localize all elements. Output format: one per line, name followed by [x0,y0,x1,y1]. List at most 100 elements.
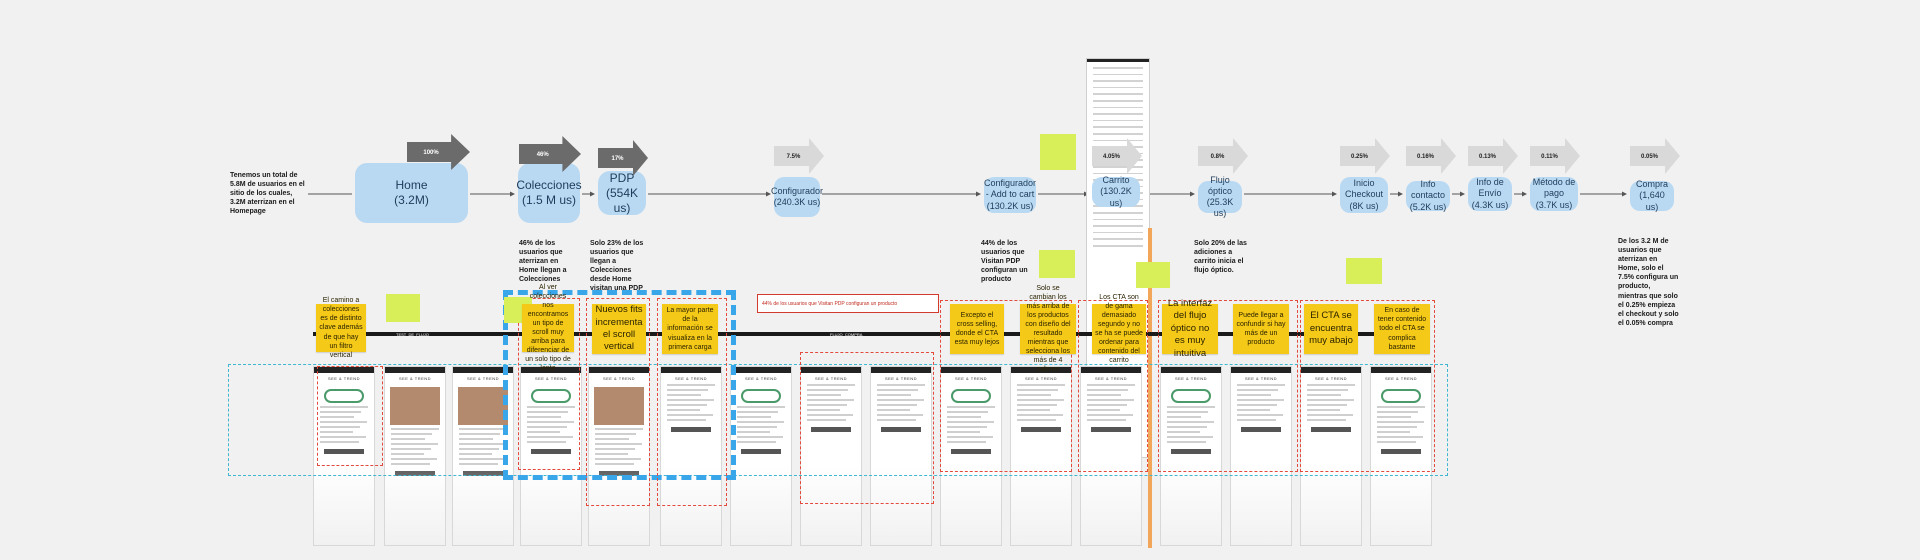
phone-cta-button [671,427,711,432]
text-line [667,389,708,391]
text-line [1237,414,1283,416]
step-count: (25.3K us) [1206,197,1234,219]
text-line [527,406,575,408]
fade-overlay [1301,465,1361,545]
text-line [667,404,707,406]
text-line [947,416,981,418]
fade-overlay [1161,465,1221,545]
text-line [877,409,910,411]
fade-overlay [731,465,791,545]
step-count: (1,640 us) [1639,190,1665,212]
connector-head-inicio-checkout [1398,191,1403,197]
text-line [807,409,840,411]
phone-cta-button [951,449,991,454]
green-note-6 [1346,258,1382,284]
text-line [807,419,846,421]
sticky-9: Puede llegar a confundir si hay más de u… [1233,304,1289,354]
connector-head-home [510,191,515,197]
step-count: (554K us) [605,185,639,215]
step-configurador: Configurador(240.3K us) [770,177,824,217]
glasses-icon [741,389,781,403]
text-line [877,384,925,386]
sticky-4: La mayor parte de la información se visu… [662,304,718,354]
text-line [1017,419,1056,421]
arrow-shape [1198,138,1248,174]
text-line [1167,421,1214,423]
step-text: Info contacto(5.2K us) [1408,179,1448,213]
cart-scroll-marker [1148,228,1152,548]
step-count: (130.2K us) [1100,186,1132,208]
fade-overlay [385,465,445,545]
phone-cta-button [1091,427,1131,432]
text-line [1307,399,1354,401]
phone-status-bar [589,367,649,373]
phone-cta-button [324,449,364,454]
step-label: Configurador [770,185,824,196]
sticky-11: En caso de tener contenido todo el CTA s… [1374,304,1430,354]
phone-screen: SEE & TREND [1160,366,1222,546]
green-note-5 [1136,262,1170,288]
text-line [1087,394,1121,396]
phone-brand: SEE & TREND [674,376,708,381]
text-line [737,411,778,413]
text-line [1087,409,1120,411]
step-text: Info de Envío(4.3K us) [1470,177,1510,211]
wide-blue-dashed-box [228,364,1448,476]
arrow-home: 100% [407,134,470,170]
text-line [807,384,855,386]
text-line [737,441,776,443]
text-line [947,426,987,428]
text-line [737,426,777,428]
phone-screen: SEE & TREND [1370,366,1432,546]
text-line [1307,414,1353,416]
phone-screen: SEE & TREND [1010,366,1072,546]
arrow-pct: 0.16% [1417,154,1435,160]
text-line [391,433,432,435]
text-line [320,416,354,418]
text-line [527,436,573,438]
glasses-icon [531,389,571,403]
phone-brand: SEE & TREND [1024,376,1058,381]
arrow-carrito: 4.05% [1092,138,1142,174]
text-line [1237,404,1277,406]
text-line [459,463,498,465]
text-line [1377,411,1418,413]
text-line [877,399,924,401]
text-line [1307,384,1355,386]
text-line [1167,406,1215,408]
text-line [1167,431,1200,433]
phone-screen: SEE & TREND [870,366,932,546]
arrow-pct: 100% [423,150,439,156]
step-count: (3.7K us) [1535,199,1573,210]
text-line [877,389,918,391]
text-line [320,421,367,423]
step-label: Flujo óptico [1207,174,1233,196]
text-line [595,433,636,435]
text-line [947,406,995,408]
text-line [667,384,715,386]
text-line [1017,389,1058,391]
phone-brand: SEE & TREND [884,376,918,381]
phone-status-bar [1011,367,1071,373]
step-label: Info contacto [1410,179,1446,201]
arrow-metodo-pago: 0.11% [1530,138,1580,174]
step-metodo-pago: Método de pago(3.7K us) [1530,177,1578,211]
text-line [877,414,923,416]
step-label: Colecciones [516,178,582,192]
text-line [320,406,368,408]
arrow-pct: 0.05% [1641,154,1659,160]
phone-status-bar [1161,367,1221,373]
sticky-7: Los CTA son de gama demasiado segundo y … [1092,294,1146,364]
phone-screen: SEE & TREND [1300,366,1362,546]
phone-status-bar [521,367,581,373]
arrow-pct: 0.11% [1541,154,1558,160]
arrow-info-envio: 0.13% [1468,138,1518,174]
product-photo [594,387,644,425]
arrow-configurador: 7.5% [774,138,824,174]
flow-strip-bar-right [1150,332,1430,336]
phone-cta-button [1241,427,1281,432]
arrow-shape [598,140,648,176]
step-count: (1.5 M us) [521,193,576,207]
text-line [1017,394,1051,396]
phone-screen: SEE & TREND [313,366,375,546]
